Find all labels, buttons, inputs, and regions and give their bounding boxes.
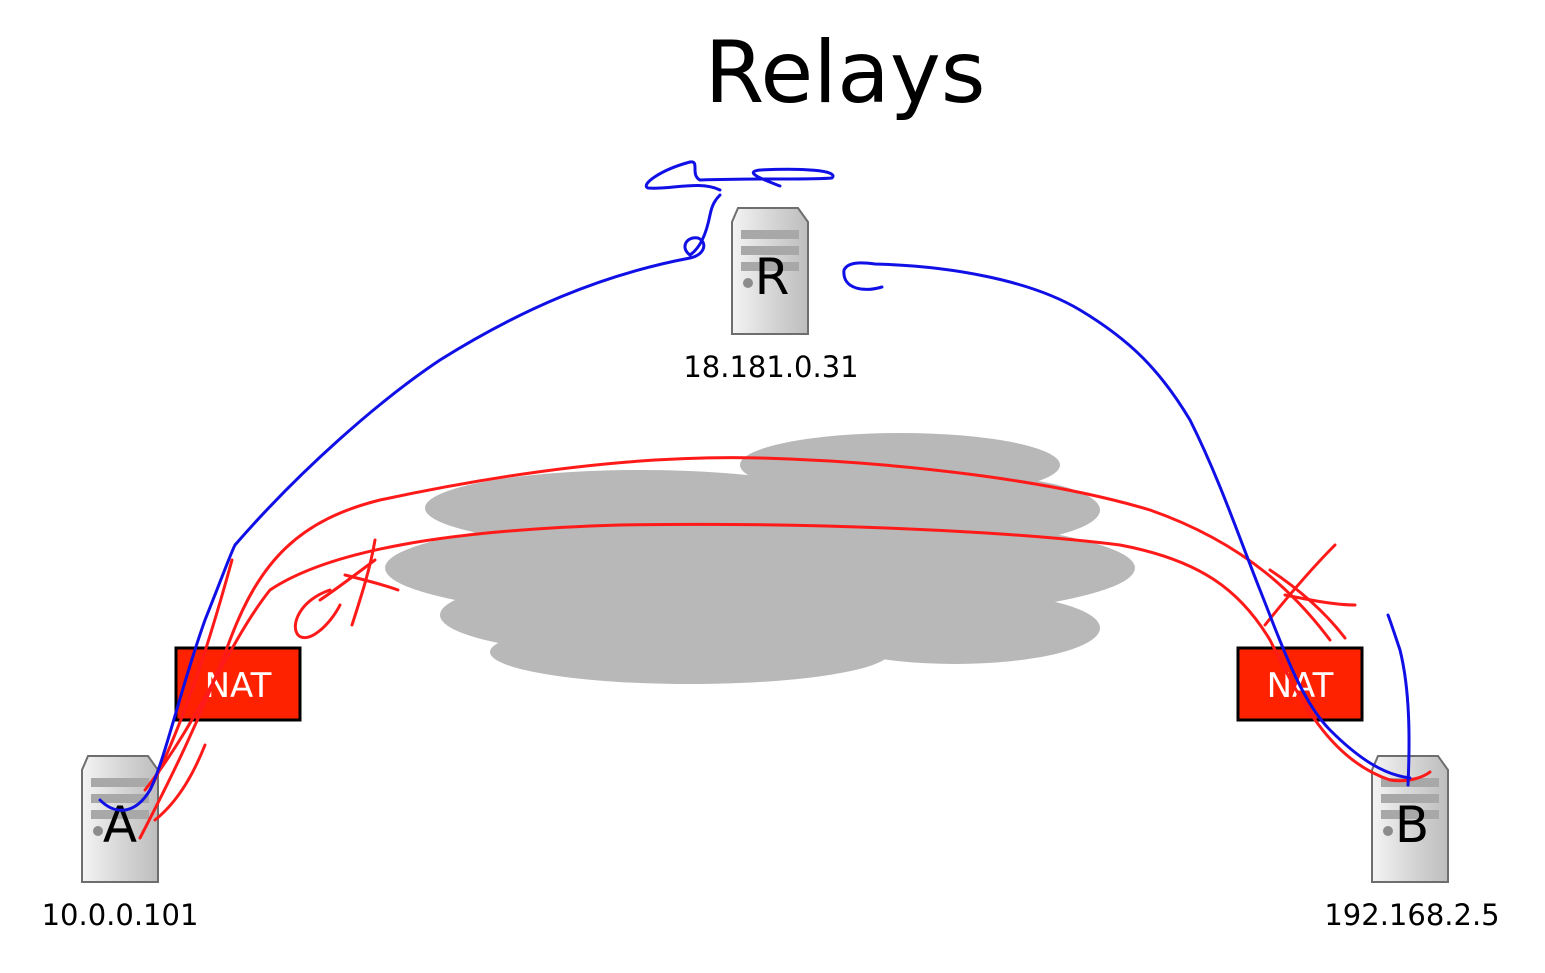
host-b-label: B bbox=[1395, 796, 1429, 854]
slide-title: Relays bbox=[704, 23, 985, 123]
nat-left-label: NAT bbox=[205, 666, 272, 706]
relay-label: R bbox=[755, 248, 790, 306]
relay-server: R 18.181.0.31 bbox=[683, 207, 859, 384]
host-a-ip: 10.0.0.101 bbox=[42, 898, 199, 932]
host-b-ip: 192.168.2.5 bbox=[1324, 898, 1499, 932]
host-b-server: B 192.168.2.5 bbox=[1324, 755, 1500, 932]
relay-path-annotations bbox=[98, 160, 1412, 812]
internet-cloud-icon bbox=[385, 433, 1135, 684]
relay-ip: 18.181.0.31 bbox=[683, 350, 858, 384]
host-a-server: A 10.0.0.101 bbox=[42, 755, 199, 932]
